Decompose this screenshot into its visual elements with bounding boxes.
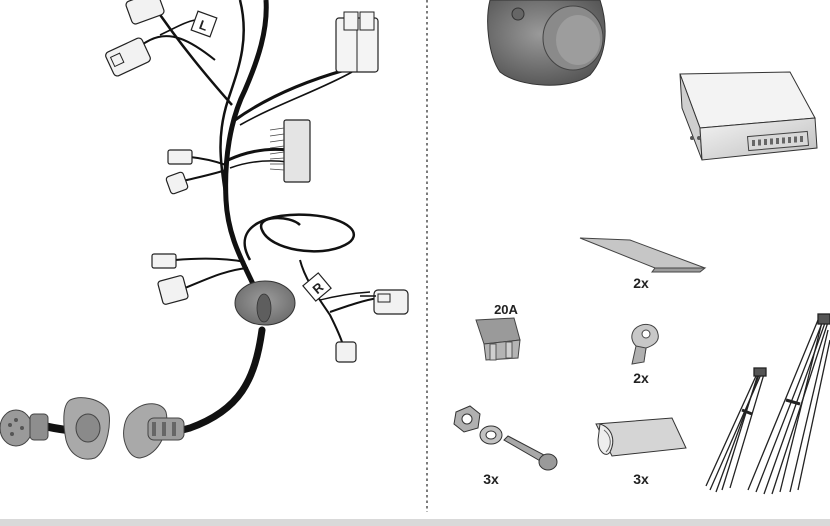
cable-ties	[705, 313, 830, 495]
control-module	[679, 71, 818, 161]
connector-top-left	[105, 37, 151, 77]
ribbon-connector	[283, 119, 311, 183]
adhesive-pads	[595, 417, 687, 457]
left-tag: L	[190, 10, 218, 38]
qty-foil: 3x	[633, 471, 649, 487]
bolt-set	[453, 405, 558, 471]
fuse	[475, 317, 521, 361]
qty-bracket: 2x	[633, 370, 649, 386]
bracket	[631, 324, 659, 365]
qty-tape: 2x	[633, 275, 649, 291]
fuse-rating: 20A	[494, 302, 518, 317]
trailer-socket	[487, 0, 606, 86]
qty-bolt: 3x	[483, 471, 499, 487]
wiring-harness: L R	[0, 0, 409, 460]
right-tag: R	[302, 272, 332, 302]
bottom-bar	[0, 519, 830, 526]
adhesive-tape	[579, 237, 707, 273]
